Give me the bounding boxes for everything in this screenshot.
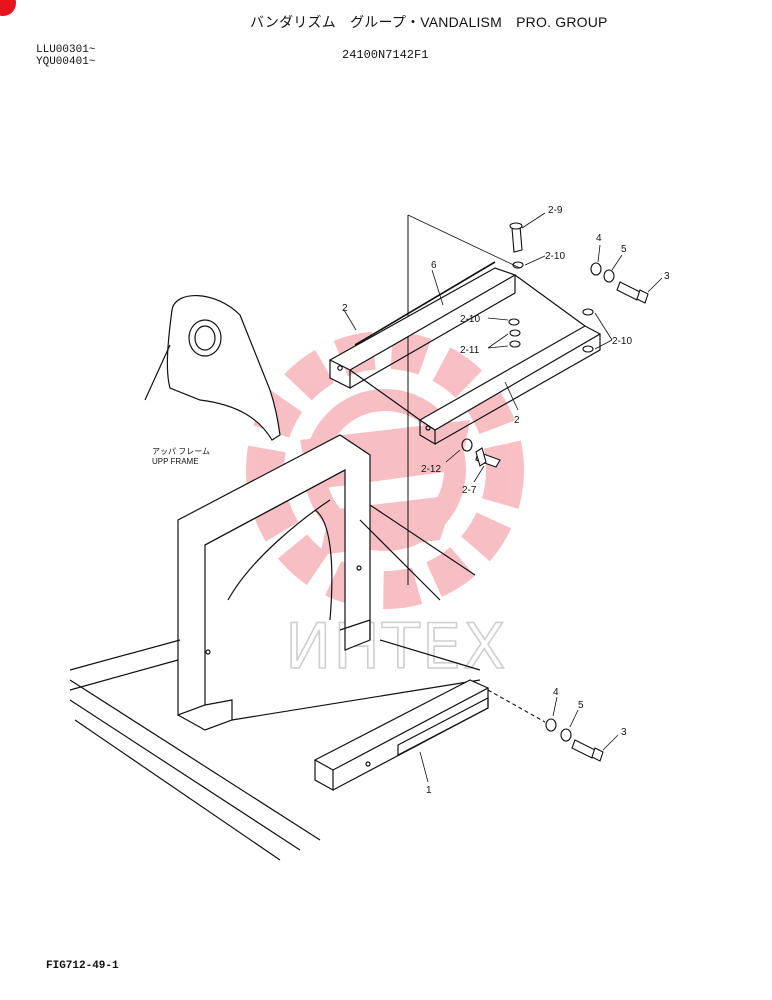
part-number: 24100N7142F1	[342, 48, 429, 62]
callout-2-9: 2-9	[548, 205, 563, 216]
callout-6: 6	[431, 260, 437, 271]
callout-2: 2	[342, 303, 348, 314]
callout-4: 4	[553, 687, 559, 698]
serial-range-2: YQU00401~	[36, 56, 96, 68]
reference-line	[407, 214, 521, 269]
callout-2-10: 2-10	[545, 251, 565, 262]
callout-2-11: 2-11	[460, 345, 480, 356]
upper-hardware	[461, 222, 649, 468]
callout-1: 1	[426, 785, 432, 796]
callout-4: 4	[596, 233, 602, 244]
callout-5: 5	[621, 244, 627, 255]
callout-2-12: 2-12	[421, 464, 441, 475]
lower-hardware	[487, 689, 604, 762]
upp-frame-label-en: UPP FRAME	[152, 457, 199, 466]
callout-3: 3	[621, 727, 627, 738]
upper-frame-lug	[144, 295, 281, 441]
serial-range: LLU00301~ YQU00401~	[36, 44, 95, 68]
upp-frame-label-jp: アッパ フレーム	[152, 447, 210, 456]
callout-2-10: 2-10	[460, 314, 480, 325]
serial-range-1: LLU00301~	[36, 44, 96, 56]
page-title: バンダリズム グループ・VANDALISM PRO. GROUP	[250, 14, 608, 30]
leader-lines	[343, 212, 663, 783]
callout-5: 5	[578, 700, 584, 711]
corner-marker	[0, 0, 16, 16]
figure-id: FIG712-49-1	[46, 960, 119, 972]
callout-3: 3	[664, 271, 670, 282]
callout-2: 2	[514, 415, 520, 426]
upper-guard-assembly	[328, 261, 602, 446]
lower-guard	[313, 679, 490, 792]
callout-2-7: 2-7	[462, 485, 477, 496]
watermark-text: ИНТЕX	[285, 610, 508, 683]
callout-2-10: 2-10	[612, 336, 632, 347]
main-frame	[69, 434, 481, 861]
